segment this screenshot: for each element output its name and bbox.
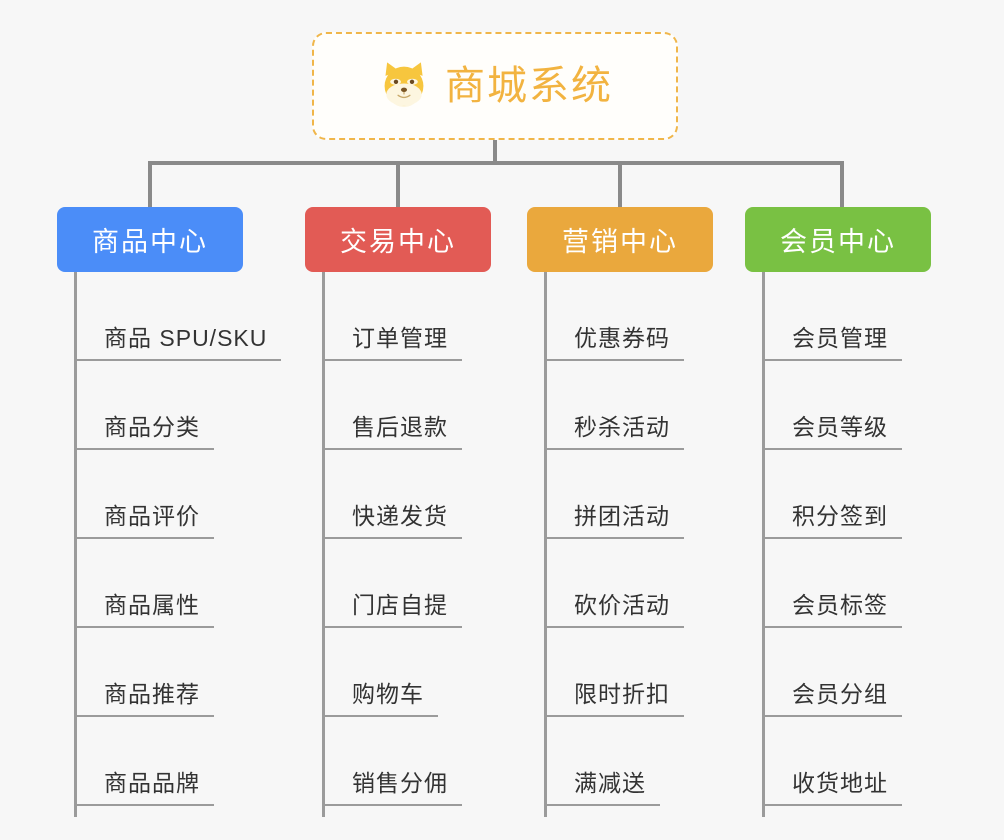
list-item-label: 满减送 bbox=[574, 770, 646, 797]
list-item-label: 销售分佣 bbox=[352, 770, 448, 797]
connector-drop-marketing-center bbox=[618, 161, 622, 207]
list-item-label: 会员等级 bbox=[792, 414, 888, 441]
list-item-label: 商品分类 bbox=[104, 414, 200, 441]
category-header-trade-center[interactable]: 交易中心 bbox=[305, 207, 491, 272]
root-node-shop-system[interactable]: 商城系统 bbox=[312, 32, 678, 140]
list-item-label: 门店自提 bbox=[352, 592, 448, 619]
list-item-label: 限时折扣 bbox=[574, 681, 670, 708]
connector-drop-member-center bbox=[840, 161, 844, 207]
shiba-dog-face-icon bbox=[384, 62, 424, 108]
list-item-label: 商品推荐 bbox=[104, 681, 200, 708]
category-header-label: 营销中心 bbox=[562, 227, 678, 257]
category-header-member-center[interactable]: 会员中心 bbox=[745, 207, 931, 272]
column-spine bbox=[762, 272, 765, 817]
list-item-label: 订单管理 bbox=[352, 325, 448, 352]
column-spine bbox=[544, 272, 547, 817]
list-item-label: 售后退款 bbox=[352, 414, 448, 441]
category-header-product-center[interactable]: 商品中心 bbox=[57, 207, 243, 272]
list-item-label: 拼团活动 bbox=[574, 503, 670, 530]
list-item-label: 会员管理 bbox=[792, 325, 888, 352]
list-item-label: 积分签到 bbox=[792, 503, 888, 530]
connector-root-stem bbox=[493, 140, 497, 164]
column-spine bbox=[74, 272, 77, 817]
list-item-label: 商品 SPU/SKU bbox=[104, 325, 268, 352]
list-item-label: 购物车 bbox=[352, 681, 424, 708]
category-header-label: 会员中心 bbox=[780, 227, 896, 257]
root-node-title: 商城系统 bbox=[445, 64, 613, 108]
list-item-label: 收货地址 bbox=[792, 770, 888, 797]
list-item-label: 会员标签 bbox=[792, 592, 888, 619]
list-item-label: 砍价活动 bbox=[574, 592, 670, 619]
connector-horizontal-bus bbox=[148, 161, 844, 165]
category-header-label: 商品中心 bbox=[92, 227, 208, 257]
list-item-label: 商品品牌 bbox=[104, 770, 200, 797]
category-header-marketing-center[interactable]: 营销中心 bbox=[527, 207, 713, 272]
list-item-label: 商品属性 bbox=[104, 592, 200, 619]
connector-drop-product-center bbox=[148, 161, 152, 207]
column-spine bbox=[322, 272, 325, 817]
list-item-label: 秒杀活动 bbox=[574, 414, 670, 441]
list-item-label: 快递发货 bbox=[352, 503, 448, 530]
list-item-label: 优惠券码 bbox=[574, 325, 670, 352]
list-item-label: 商品评价 bbox=[104, 503, 200, 530]
category-header-label: 交易中心 bbox=[340, 227, 456, 257]
connector-drop-trade-center bbox=[396, 161, 400, 207]
list-item-label: 会员分组 bbox=[792, 681, 888, 708]
